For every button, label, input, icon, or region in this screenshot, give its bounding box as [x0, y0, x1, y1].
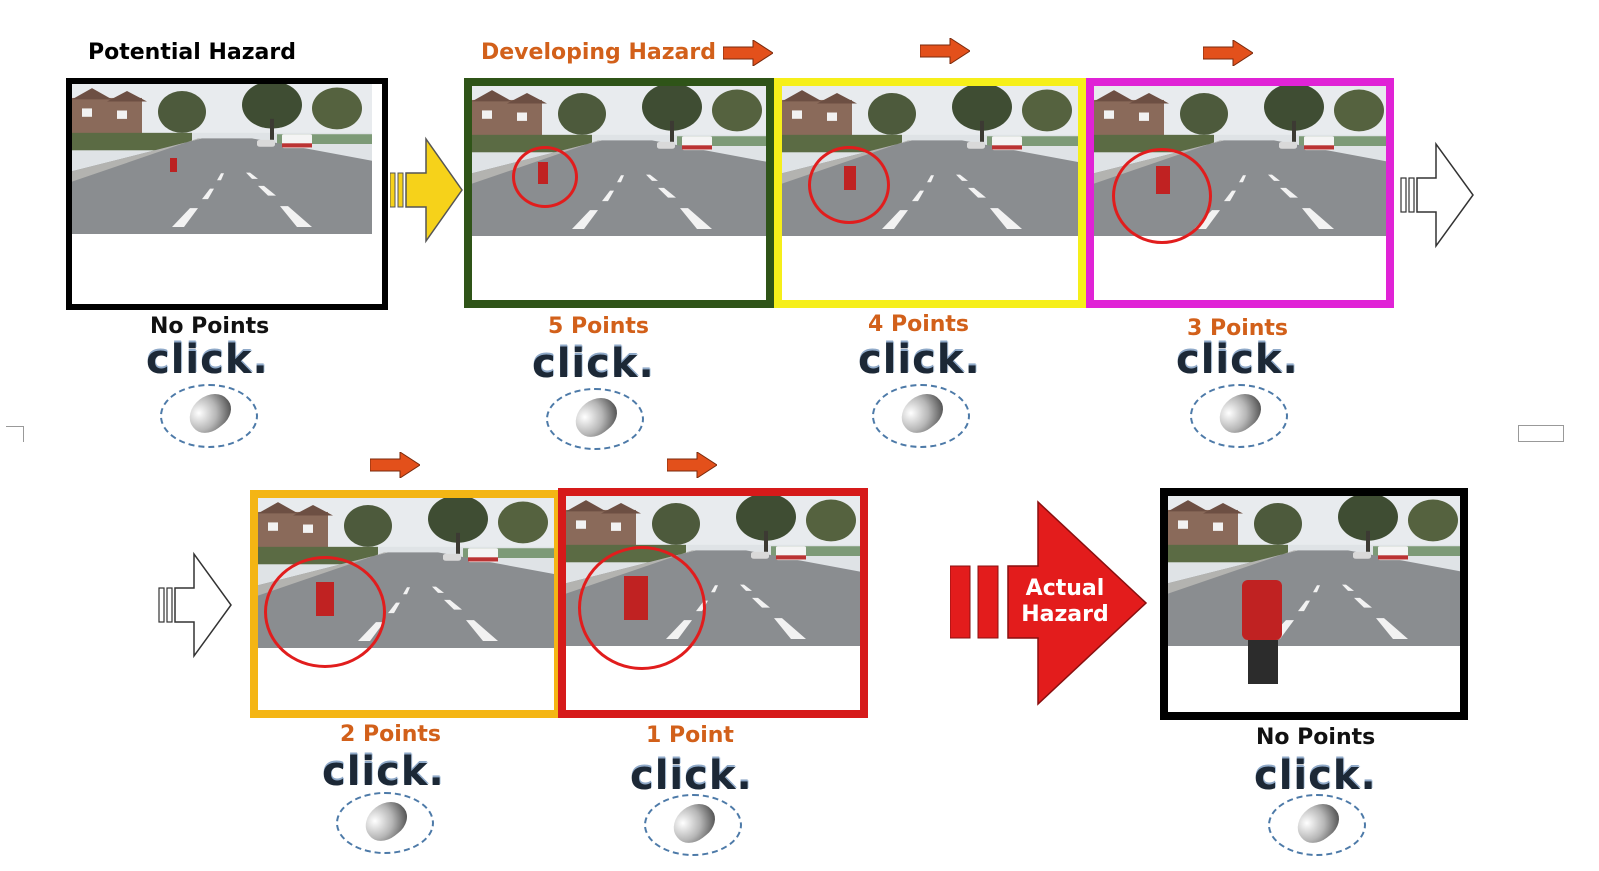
hazard-circle-icon	[578, 546, 706, 670]
page-marker-left	[6, 426, 24, 442]
actual-hazard-arrow-icon	[950, 500, 1148, 706]
pedestrian	[1242, 580, 1282, 640]
right-arrow-icon	[1400, 141, 1474, 249]
stage-frame-potential	[66, 78, 388, 310]
right-arrow-icon	[667, 452, 717, 478]
click-text: click.	[322, 749, 445, 795]
hazard-circle-icon	[264, 556, 386, 668]
click-text: click.	[1176, 337, 1299, 383]
page-marker-right	[1518, 425, 1564, 442]
click-mouse-widget[interactable]: click.	[532, 344, 668, 454]
actual-hazard-label: Actual Hazard	[1018, 576, 1112, 628]
points-label: No Points	[150, 314, 270, 339]
developing-hazard-label: Developing Hazard	[481, 40, 716, 65]
stage-frame-5-points	[464, 78, 774, 308]
right-arrow-icon	[390, 136, 463, 244]
stage-frame-1-point	[558, 488, 868, 718]
mouse-icon	[546, 388, 644, 450]
right-arrow-icon	[920, 38, 970, 64]
mouse-icon	[1268, 794, 1366, 856]
points-label: 1 Point	[646, 723, 734, 748]
pedestrian	[170, 158, 177, 172]
click-mouse-widget[interactable]: click.	[858, 340, 994, 450]
right-arrow-icon	[158, 551, 232, 659]
road-scene-image	[72, 84, 372, 234]
points-label: 4 Points	[868, 312, 970, 337]
points-label: No Points	[1256, 725, 1376, 750]
right-arrow-icon	[370, 452, 420, 478]
actual-hazard-line1: Actual	[1025, 576, 1105, 601]
right-arrow-icon	[1203, 40, 1253, 66]
actual-hazard-line2: Hazard	[1021, 602, 1109, 627]
mouse-icon	[872, 384, 970, 448]
road-scene-image	[1168, 496, 1468, 646]
stage-frame-2-points	[250, 490, 562, 718]
mouse-icon	[336, 792, 434, 854]
hazard-circle-icon	[512, 146, 578, 208]
hazard-circle-icon	[1112, 148, 1212, 244]
click-mouse-widget[interactable]: click.	[146, 340, 282, 450]
click-text: click.	[146, 337, 269, 383]
mouse-icon	[160, 384, 258, 448]
hazard-circle-icon	[808, 146, 890, 224]
click-text: click.	[1254, 753, 1377, 799]
click-mouse-widget[interactable]: click.	[1176, 340, 1312, 450]
stage-frame-actual	[1160, 488, 1468, 720]
pedestrian-legs	[1248, 640, 1278, 684]
points-label: 5 Points	[548, 314, 650, 339]
stage-frame-4-points	[774, 78, 1086, 308]
potential-hazard-label: Potential Hazard	[88, 40, 296, 65]
mouse-icon	[644, 794, 742, 856]
mouse-icon	[1190, 384, 1288, 448]
stage-frame-3-points	[1086, 78, 1394, 308]
click-mouse-widget[interactable]: click.	[1254, 756, 1390, 862]
click-text: click.	[858, 337, 981, 383]
click-mouse-widget[interactable]: click.	[322, 752, 458, 862]
points-label: 3 Points	[1187, 316, 1289, 341]
right-arrow-icon	[723, 40, 773, 66]
points-label: 2 Points	[340, 722, 442, 747]
click-mouse-widget[interactable]: click.	[630, 756, 766, 862]
click-text: click.	[630, 753, 753, 799]
click-text: click.	[532, 341, 655, 387]
